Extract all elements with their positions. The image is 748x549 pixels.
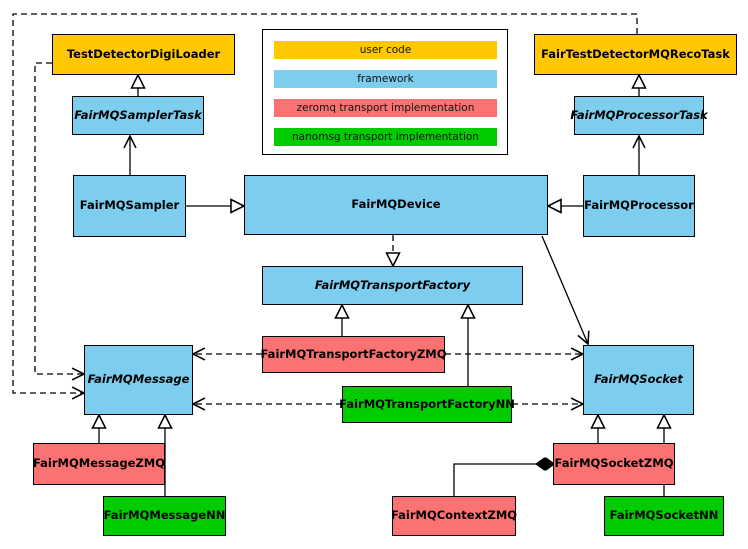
class-node-fairmqcontextzmq[interactable]: FairMQContextZMQ: [390, 496, 518, 536]
class-node-fairmqdevice[interactable]: FairMQDevice: [244, 175, 548, 235]
legend-item-user-code: user code: [274, 41, 497, 59]
legend-label-zeromq: zeromq transport implementation: [296, 102, 475, 114]
legend-item-framework: framework: [274, 70, 497, 88]
legend-label-user-code: user code: [359, 44, 412, 56]
class-node-fairmqprocessortask[interactable]: FairMQProcessorTask: [570, 96, 708, 135]
class-node-label: FairMQSamplerTask: [74, 107, 202, 122]
class-node-label: FairMQTransportFactory: [314, 277, 471, 292]
class-node-fairmqtransportfactorynn[interactable]: FairMQTransportFactoryNN: [339, 386, 515, 423]
class-node-label: FairMQDevice: [351, 197, 441, 212]
class-node-label: FairMQTransportFactoryZMQ: [260, 346, 447, 361]
class-node-fairtestdetectormqrecotask[interactable]: FairTestDetectorMQRecoTask: [534, 34, 737, 75]
class-node-fairmqsocketnn[interactable]: FairMQSocketNN: [604, 496, 724, 536]
class-node-fairmqprocessor[interactable]: FairMQProcessor: [583, 175, 695, 237]
edge-device-socket: [541, 235, 588, 344]
class-node-fairmqsampler[interactable]: FairMQSampler: [73, 175, 186, 237]
class-node-label: FairMQTransportFactoryNN: [339, 396, 515, 411]
class-node-fairmqmessagenn[interactable]: FairMQMessageNN: [103, 496, 226, 536]
class-node-label: FairMQSocketNN: [609, 508, 719, 523]
class-node-label: FairTestDetectorMQRecoTask: [541, 46, 730, 61]
class-node-label: FairMQProcessorTask: [570, 107, 708, 122]
class-node-label: FairMQSocket: [594, 372, 683, 387]
edge-contextzmq-socketzmq: [453, 464, 553, 496]
class-node-fairmqtransportfactory[interactable]: FairMQTransportFactory: [262, 266, 523, 305]
class-node-fairmqmessage[interactable]: FairMQMessage: [84, 345, 193, 415]
class-node-label: FairMQMessage: [87, 372, 190, 387]
legend-label-framework: framework: [357, 73, 414, 85]
class-node-fairmqmessagezmq[interactable]: FairMQMessageZMQ: [33, 443, 165, 485]
class-node-label: FairMQMessageZMQ: [32, 456, 166, 471]
legend-item-zeromq: zeromq transport implementation: [274, 99, 497, 117]
class-node-fairmqsocketzmq[interactable]: FairMQSocketZMQ: [553, 443, 675, 485]
class-node-label: FairMQSocketZMQ: [554, 456, 674, 471]
class-node-fairmqsocket[interactable]: FairMQSocket: [583, 345, 694, 415]
class-node-fairmqsamplertask[interactable]: FairMQSamplerTask: [72, 96, 204, 135]
class-node-label: FairMQProcessor: [584, 198, 694, 213]
legend-item-nanomsg: nanomsg transport implementation: [274, 128, 497, 146]
class-node-label: FairMQSampler: [79, 198, 180, 213]
legend-label-nanomsg: nanomsg transport implementation: [292, 131, 479, 143]
class-node-label: FairMQContextZMQ: [390, 508, 518, 523]
class-node-label: FairMQMessageNN: [103, 508, 226, 523]
color-legend: user code framework zeromq transport imp…: [262, 29, 508, 155]
class-node-fairmqtransportfactoryzmq[interactable]: FairMQTransportFactoryZMQ: [260, 336, 447, 373]
class-node-testdetectordigiloader[interactable]: TestDetectorDigiLoader: [52, 34, 235, 75]
class-node-label: TestDetectorDigiLoader: [66, 46, 221, 61]
